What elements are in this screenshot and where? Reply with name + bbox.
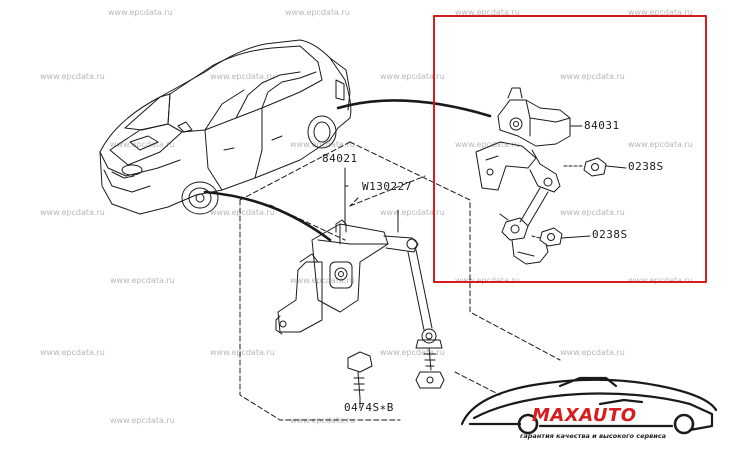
label-nut-upper: 0238S	[628, 160, 664, 173]
watermark: www.epcdata.ru	[40, 72, 105, 81]
watermark: www.epcdata.ru	[560, 348, 625, 357]
dashed-callout-box	[239, 141, 561, 421]
watermark: www.epcdata.ru	[380, 348, 445, 357]
watermark: www.epcdata.ru	[455, 8, 520, 17]
leader-line-rear	[336, 99, 492, 118]
watermark: www.epcdata.ru	[628, 140, 693, 149]
watermark: www.epcdata.ru	[210, 208, 275, 217]
watermark: www.epcdata.ru	[455, 140, 520, 149]
label-bolt: W130227	[362, 180, 412, 193]
watermark: www.epcdata.ru	[628, 8, 693, 17]
watermark: www.epcdata.ru	[455, 276, 520, 285]
watermark: www.epcdata.ru	[560, 72, 625, 81]
label-screw: 0474S∗B	[344, 401, 394, 414]
car-illustration	[99, 39, 352, 215]
watermark: www.epcdata.ru	[40, 348, 105, 357]
sensor-assembly-84021	[275, 167, 445, 409]
watermark: www.epcdata.ru	[210, 72, 275, 81]
watermark: www.epcdata.ru	[285, 8, 350, 17]
watermark: www.epcdata.ru	[110, 276, 175, 285]
label-nut-lower: 0238S	[592, 228, 628, 241]
watermark: www.epcdata.ru	[560, 208, 625, 217]
watermark: www.epcdata.ru	[108, 8, 173, 17]
watermark: www.epcdata.ru	[40, 208, 105, 217]
watermark: www.epcdata.ru	[110, 140, 175, 149]
watermark: www.epcdata.ru	[380, 208, 445, 217]
brand-slogan: гарантия качества и высокого сервиса	[520, 432, 667, 440]
watermark: www.epcdata.ru	[628, 276, 693, 285]
watermark: www.epcdata.ru	[210, 348, 275, 357]
sensor-bracket-84031	[475, 87, 627, 265]
highlight-frame	[433, 15, 707, 283]
brand-logo-text: MAXAUTO	[532, 405, 637, 426]
watermark: www.epcdata.ru	[380, 72, 445, 81]
logo-graphic	[460, 376, 718, 435]
label-sensor-bracket: 84031	[584, 119, 620, 132]
watermark: www.epcdata.ru	[110, 416, 175, 425]
label-sensor-assembly: 84021	[322, 152, 358, 165]
leader-line-front	[203, 190, 332, 242]
